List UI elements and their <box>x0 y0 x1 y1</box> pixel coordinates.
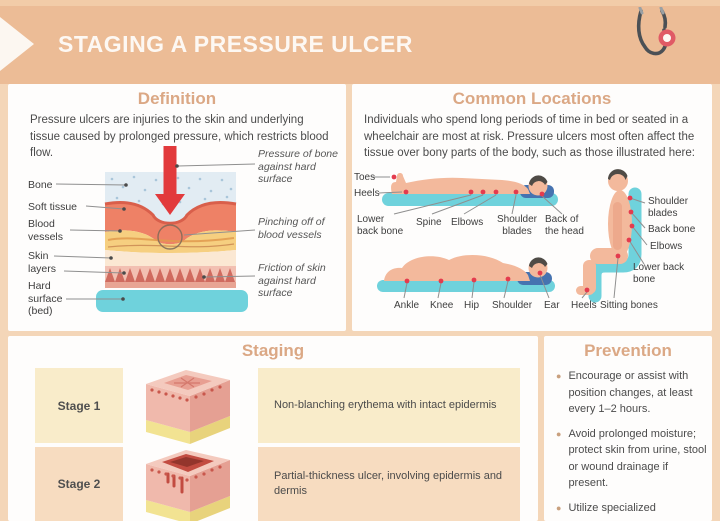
bullet-item: ● Encourage or assist with position chan… <box>556 368 708 418</box>
common-locations-panel: Common Locations Individuals who spend l… <box>352 84 712 331</box>
label-toes: Toes <box>354 172 376 183</box>
bullet-text: Avoid prolonged moisture; protect skin f… <box>568 427 707 490</box>
label-sitting-bones: Sitting bones <box>600 300 658 311</box>
stage-2-description: Partial-thickness ulcer, involving epide… <box>258 447 520 521</box>
staging-heading: Staging <box>241 341 305 360</box>
definition-body-text: Pressure ulcers are injuries to the skin… <box>30 114 329 159</box>
header-banner: STAGING A PRESSURE ULCER <box>0 0 720 84</box>
label-soft-tissue: Soft tissue <box>28 201 78 213</box>
label-ankle: Ankle <box>394 300 420 311</box>
stage-1-skin-illustration <box>146 370 230 444</box>
label-friction-of-skin: Friction of skin against hard surface <box>258 262 326 299</box>
bullet-dot-icon: ● <box>556 428 562 439</box>
label-knee: Knee <box>430 300 454 311</box>
label-pinching-off: Pinching off of blood vessels <box>258 216 325 241</box>
seated-figure <box>576 169 648 303</box>
label-skin-layers: Skin layers <box>28 250 57 275</box>
label-shoulder-blades: Shoulder blades <box>496 214 538 237</box>
label-seated-lower-back-bone: Lower back bone <box>633 262 685 285</box>
header-top-strip <box>0 0 720 6</box>
label-lower-back-bone: Lower back bone <box>357 214 404 237</box>
label-seated-back-bone: Back bone <box>648 224 696 235</box>
bullet-text: Encourage or assist with position change… <box>568 370 693 415</box>
prevention-heading: Prevention <box>584 341 672 360</box>
label-spine: Spine <box>416 217 442 228</box>
prevention-panel: Prevention ● Encourage or assist with po… <box>544 336 712 521</box>
bullet-item: ● Avoid prolonged moisture; protect skin… <box>556 426 708 492</box>
supine-figure <box>372 173 563 215</box>
common-locations-heading: Common Locations <box>452 89 612 108</box>
label-heels-seated: Heels <box>571 300 597 311</box>
label-bone: Bone <box>28 179 53 191</box>
label-ear: Ear <box>544 300 560 311</box>
body-positions-diagram <box>372 169 648 303</box>
bullet-text: Utilize specialized <box>568 501 656 514</box>
label-blood-vessels: Blood vessels <box>28 218 64 243</box>
stethoscope-icon <box>632 6 678 74</box>
stage-2-label: Stage 2 <box>35 447 123 521</box>
label-shoulder: Shoulder <box>492 300 533 311</box>
stage-1-label: Stage 1 <box>35 368 123 443</box>
stage-2-skin-illustration <box>146 450 230 521</box>
staging-panel: Staging Stage 1 Non-blanching erythema <box>8 336 538 521</box>
label-heels: Heels <box>354 188 380 199</box>
side-lying-figure <box>377 254 555 299</box>
label-hard-surface-bed: Hard surface (bed) <box>28 280 63 317</box>
label-hip: Hip <box>464 300 480 311</box>
label-elbows: Elbows <box>451 217 484 228</box>
label-back-of-head: Back of the head <box>545 214 584 237</box>
definition-heading: Definition <box>137 89 217 108</box>
page-title: STAGING A PRESSURE ULCER <box>58 31 413 57</box>
label-pressure-of-bone: Pressure of bone against hard surface <box>258 148 338 185</box>
label-seated-elbows: Elbows <box>650 241 683 252</box>
bullet-item: ● Utilize specialized <box>556 500 708 517</box>
bullet-dot-icon: ● <box>556 502 562 513</box>
definition-panel: Definition Pressure ulcers are injuries … <box>8 84 346 331</box>
skin-cross-section-diagram <box>53 146 256 312</box>
chevron-right-icon <box>0 17 34 71</box>
bullet-dot-icon: ● <box>556 371 562 381</box>
common-locations-body-text: Individuals who spend long periods of ti… <box>364 114 695 159</box>
label-seated-shoulder-blades: Shoulder blades <box>648 196 689 219</box>
prevention-bullet-list: ● Encourage or assist with position chan… <box>556 368 708 521</box>
stage-1-description: Non-blanching erythema with intact epide… <box>258 368 520 443</box>
